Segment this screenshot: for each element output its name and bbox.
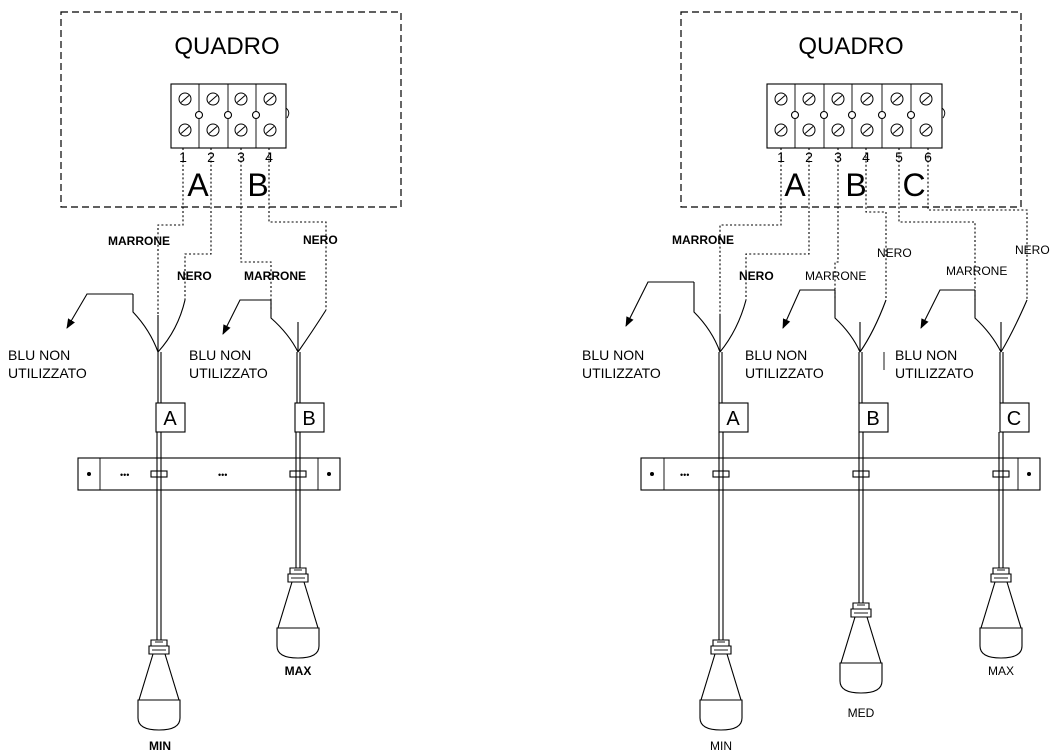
unused-wire-label: UTILIZZATO: [895, 365, 974, 381]
left-panel-title: QUADRO: [174, 33, 279, 60]
cable-tag-label: B: [866, 408, 879, 430]
left-terminal-block: [170, 83, 290, 149]
left-terminal-frame: [170, 83, 287, 149]
wire-label-marrone: MARRONE: [672, 233, 734, 247]
wire-marrone-a: [157, 148, 184, 315]
wire-marrone-b: [240, 148, 272, 310]
unused-wire-label: BLU NON: [189, 347, 251, 363]
circuit-letter: A: [784, 167, 806, 203]
wire-label-marrone: MARRONE: [805, 269, 866, 283]
screw-icon: [234, 92, 248, 106]
circuit-letter: B: [845, 167, 866, 203]
unused-wire-label: BLU NON: [895, 347, 957, 363]
float-switch-med-icon: [839, 602, 883, 694]
cable-tag-label: A: [726, 408, 740, 430]
cable-tag-label: B: [302, 408, 315, 430]
screw-icon: [860, 92, 874, 106]
cable-tag: [999, 402, 1030, 433]
cable-tag: [858, 402, 889, 433]
float-label-med: MED: [848, 706, 875, 720]
cable-split-a: [66, 293, 186, 403]
wire-nero-b: [268, 148, 327, 310]
wire-marrone-b: [834, 148, 839, 300]
cable-tag: [718, 402, 749, 433]
float-switch-min-icon: [699, 639, 743, 731]
unused-wire-label: BLU NON: [745, 347, 807, 363]
right-diagram: QUADRO 1: [582, 11, 1050, 753]
cable-split-b: [782, 289, 887, 403]
unused-wire-label: BLU NON: [8, 347, 70, 363]
screw-icon: [234, 123, 248, 137]
screw-icon: [890, 92, 904, 106]
wire-label-marrone: MARRONE: [108, 234, 170, 248]
cable-tag-label: A: [163, 408, 177, 430]
cable-split-b: [222, 299, 327, 403]
cable-tag: [155, 402, 186, 433]
bracket-dots: •••: [218, 470, 227, 480]
left-panel-box: [60, 11, 402, 208]
left-diagram: QUADRO 1 2 3 4 A B: [8, 11, 402, 753]
circuit-letter: C: [902, 167, 925, 203]
screw-icon: [178, 92, 192, 106]
cable-tag: [294, 402, 325, 433]
float-label-min: MIN: [710, 739, 732, 753]
screw-icon: [206, 123, 220, 137]
screw-icon: [263, 123, 277, 137]
cable-tag-label: C: [1007, 408, 1021, 430]
screw-icon: [919, 92, 933, 106]
wire-label-nero: NERO: [877, 246, 912, 260]
wire-label-nero: NERO: [303, 233, 338, 247]
unused-wire-label: UTILIZZATO: [189, 365, 268, 381]
right-terminal-frame: [766, 83, 943, 149]
wire-nero-c: [927, 148, 1028, 300]
unused-wire-label: UTILIZZATO: [745, 365, 824, 381]
screw-icon: [860, 123, 874, 137]
screw-icon: [774, 123, 788, 137]
right-terminal-block: [766, 83, 946, 149]
unused-wire-label: BLU NON: [582, 347, 644, 363]
bracket-dots: •••: [680, 470, 689, 480]
wire-label-marrone: MARRONE: [946, 264, 1007, 278]
wire-label-marrone: MARRONE: [244, 269, 306, 283]
wire-label-nero: NERO: [177, 269, 212, 283]
wire-label-nero: NERO: [1015, 243, 1050, 257]
cable-split-c: [883, 289, 1028, 403]
screw-icon: [831, 123, 845, 137]
float-switch-max-icon: [979, 567, 1023, 659]
screw-icon: [919, 123, 933, 137]
screw-icon: [831, 92, 845, 106]
right-panel-box: [680, 11, 1022, 208]
circuit-letter: A: [187, 167, 209, 203]
mounting-bracket: [640, 457, 1041, 491]
float-label-min: MIN: [149, 739, 171, 753]
cable-split-a: [625, 281, 747, 403]
float-label-max: MAX: [988, 664, 1014, 678]
unused-wire-label: UTILIZZATO: [582, 365, 661, 381]
wire-label-nero: NERO: [739, 269, 774, 283]
bracket-dots: •••: [120, 470, 129, 480]
float-switch-max-icon: [276, 567, 320, 659]
wire-marrone-a: [719, 148, 782, 315]
wire-marrone-c: [898, 148, 976, 300]
circuit-letter: B: [247, 167, 268, 203]
screw-icon: [890, 123, 904, 137]
wire-nero-a: [184, 148, 212, 300]
screw-icon: [802, 123, 816, 137]
screw-icon: [206, 92, 220, 106]
screw-icon: [774, 92, 788, 106]
float-label-max: MAX: [285, 664, 312, 678]
wire-nero-b: [865, 148, 887, 300]
screw-icon: [263, 92, 277, 106]
screw-icon: [178, 123, 192, 137]
mounting-bracket: [77, 457, 341, 491]
unused-wire-label: UTILIZZATO: [8, 365, 87, 381]
screw-icon: [802, 92, 816, 106]
right-panel-title: QUADRO: [798, 33, 903, 60]
float-switch-min-icon: [137, 639, 181, 731]
